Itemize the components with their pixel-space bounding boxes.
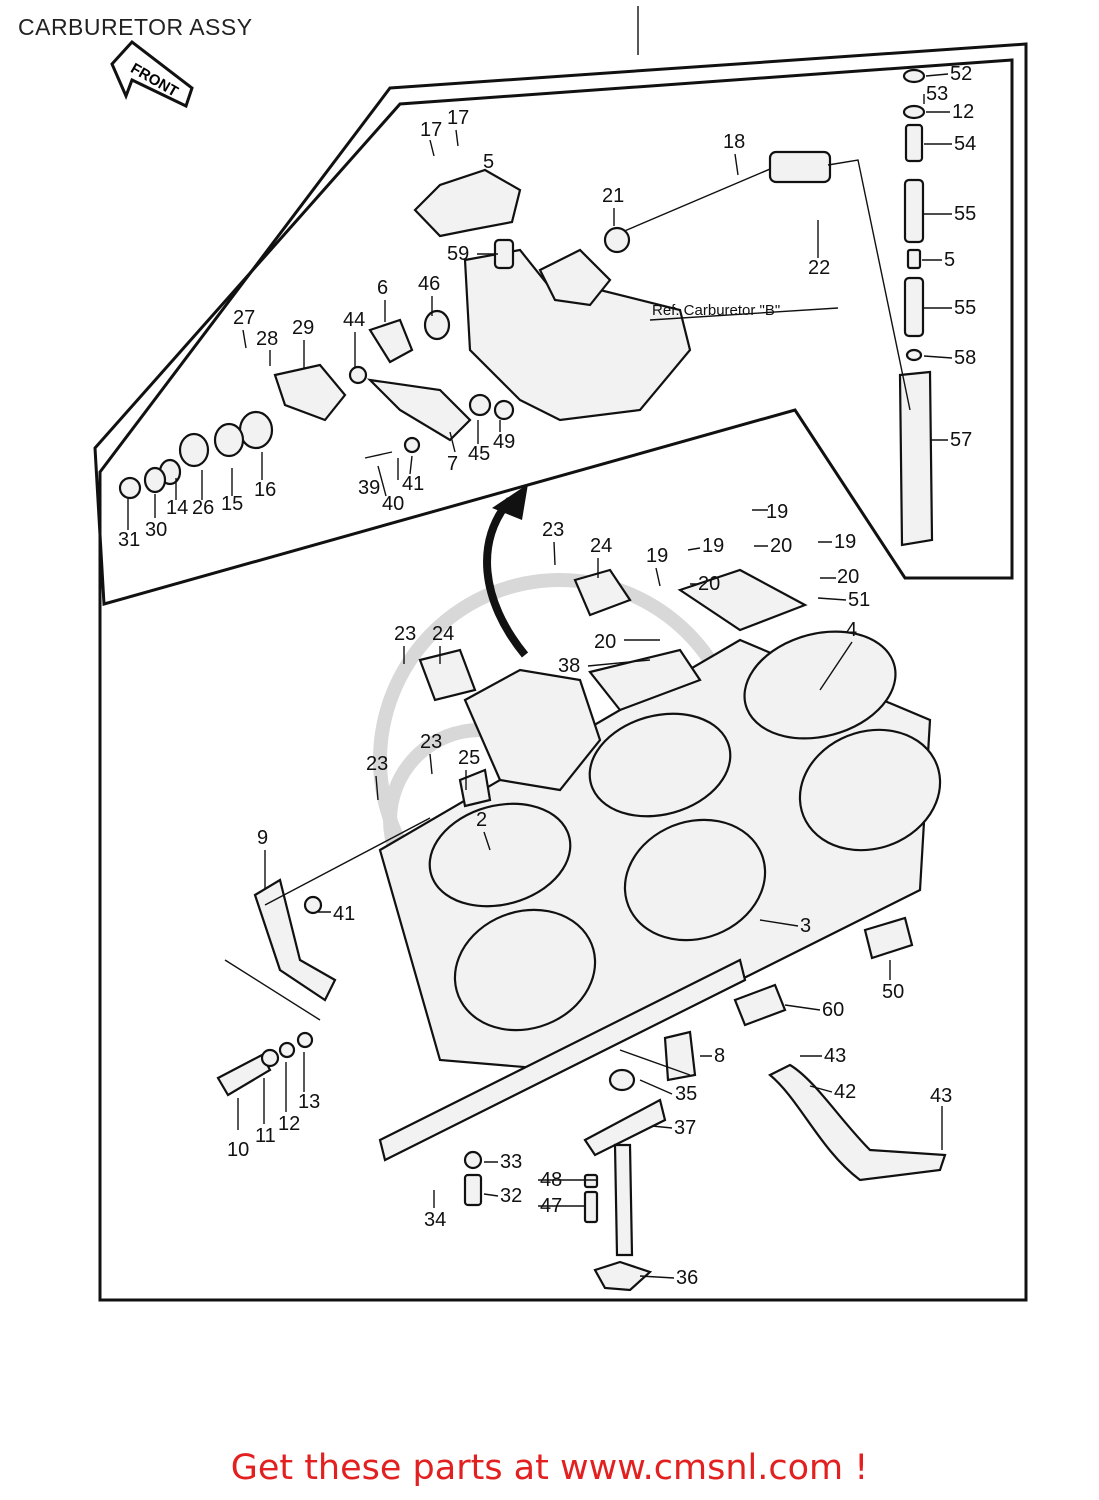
promo-footer-link[interactable]: Get these parts at www.cmsnl.com !	[230, 1448, 869, 1488]
callout: 31	[118, 529, 140, 551]
callout: 57	[950, 429, 972, 451]
callout: 7	[447, 453, 458, 475]
callout: 2	[476, 809, 487, 831]
callout: 20	[698, 573, 720, 595]
callout: 12	[278, 1113, 300, 1135]
callout: 53	[926, 83, 948, 105]
callout: 11	[255, 1125, 276, 1147]
upper-parts	[118, 68, 934, 547]
callout: 44	[343, 309, 365, 331]
inner-subassembly-frame	[93, 58, 1014, 606]
callout: 12	[952, 101, 974, 123]
callout: 59	[447, 243, 469, 265]
callout: 39	[358, 477, 380, 499]
callout: 25	[458, 747, 480, 769]
callout: 27	[233, 307, 255, 329]
callout: 54	[954, 133, 976, 155]
callout: 50	[882, 981, 904, 1003]
callout: 3	[800, 915, 811, 937]
exploded-parts-diagram: FRONT	[93, 6, 1028, 1302]
callout: 19	[702, 535, 724, 557]
callout: 29	[292, 317, 314, 339]
callout: 36	[676, 1267, 698, 1289]
front-arrow-icon: FRONT	[110, 39, 194, 109]
callout: 49	[493, 431, 515, 453]
page-title: CARBURETOR ASSY	[18, 14, 253, 40]
callout: 38	[558, 655, 580, 677]
callout: 58	[954, 347, 976, 369]
carburetor-bank	[216, 568, 947, 1292]
callout: 52	[950, 63, 972, 85]
callout: 6	[377, 277, 388, 299]
callout: 24	[432, 623, 454, 645]
callout: 17	[447, 107, 469, 129]
callout: 55	[954, 203, 976, 225]
callout: 43	[930, 1085, 952, 1107]
callout: 20	[594, 631, 616, 653]
callout: 24	[590, 535, 612, 557]
callout: 23	[542, 519, 564, 541]
reference-underline	[649, 307, 839, 321]
callout: 20	[770, 535, 792, 557]
callout: 17	[420, 119, 442, 141]
callout: 37	[674, 1117, 696, 1139]
callout: 22	[808, 257, 830, 279]
callout: 41	[402, 473, 424, 495]
reference-note: Ref. Carburetor "B"	[652, 302, 780, 319]
callout: 40	[382, 493, 404, 515]
callout: 60	[822, 999, 844, 1021]
callout: 55	[954, 297, 976, 319]
callout: 23	[394, 623, 416, 645]
callout: 14	[166, 497, 188, 519]
outer-frame	[98, 42, 1028, 1302]
callout: 9	[257, 827, 268, 849]
callout: 45	[468, 443, 490, 465]
callout: 51	[848, 589, 870, 611]
callout: 43	[824, 1045, 846, 1067]
callout: 16	[254, 479, 276, 501]
callout: 42	[834, 1081, 856, 1103]
callout: 30	[145, 519, 167, 541]
callout: 5	[944, 249, 955, 271]
callout: 4	[846, 619, 857, 641]
callout: 23	[420, 731, 442, 753]
callout: 19	[646, 545, 668, 567]
callout: 18	[723, 131, 745, 153]
callout: 19	[766, 501, 788, 523]
callout: 34	[424, 1209, 446, 1231]
callout: 10	[227, 1139, 249, 1161]
callout: 28	[256, 328, 278, 350]
callout: 5	[483, 151, 494, 173]
callout: 13	[298, 1091, 320, 1113]
callout: 19	[834, 531, 856, 553]
callout: 33	[500, 1151, 522, 1173]
callout: 41	[333, 903, 355, 925]
callout: 15	[221, 493, 243, 515]
callout: 46	[418, 273, 440, 295]
callout-labels: 52 53 12 54 55 5 55 58 57 17 17 5 18 21 …	[118, 63, 976, 1289]
callout: 32	[500, 1185, 522, 1207]
callout: 23	[366, 753, 388, 775]
callout: 20	[837, 566, 859, 588]
callout: 35	[675, 1083, 697, 1105]
callout: 21	[602, 185, 624, 207]
callout: 8	[714, 1045, 725, 1067]
leader-lines	[127, 73, 953, 1279]
callout: 26	[192, 497, 214, 519]
assembly-arrow-icon	[483, 484, 529, 658]
